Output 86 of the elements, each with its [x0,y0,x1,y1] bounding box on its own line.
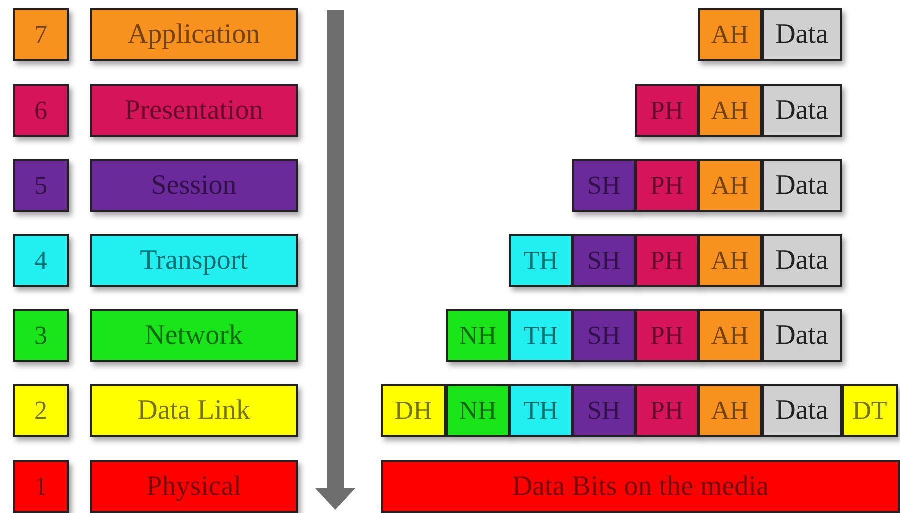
layer-name [90,460,298,513]
label: 6 [34,98,48,124]
label: Session [151,172,237,200]
layer-name [90,8,298,61]
label: Data [776,96,828,124]
layer-name [90,234,298,287]
label: 1 [34,474,48,500]
header-segment [635,384,699,437]
label: NH [459,322,497,348]
label: Application [128,20,260,48]
header-segment [509,309,573,362]
header-segment [572,159,636,212]
label: Data [776,172,828,200]
label: PH [650,172,684,198]
header-segment [635,309,699,362]
header-segment [446,384,510,437]
header-segment [698,159,762,212]
layer-name [90,384,298,437]
label: Network [145,322,243,350]
header-segment [572,384,636,437]
label: DH [394,398,432,424]
label: 5 [34,172,48,198]
label: PH [650,248,684,274]
label: PH [650,98,684,124]
label: SH [587,398,621,424]
label: Transport [140,246,248,274]
label: Data [776,246,828,274]
data-segment [762,84,842,137]
label: PH [650,322,684,348]
label: NH [459,398,497,424]
data-segment [762,384,842,437]
label: AH [711,248,749,274]
header-segment [698,84,762,137]
layer-number [13,234,69,287]
layer-number [13,309,69,362]
header-segment [698,8,762,61]
label: 7 [34,22,48,48]
header-segment [635,84,699,137]
header-segment [572,234,636,287]
label: AH [711,22,749,48]
header-segment [381,384,446,437]
label: 4 [34,248,48,274]
data-segment [762,159,842,212]
layer-name [90,159,298,212]
layer-number [13,384,69,437]
label: DT [852,398,888,424]
data-segment [762,8,842,61]
label: TH [524,398,558,424]
label: SH [587,248,621,274]
header-segment [698,309,762,362]
label: TH [524,248,558,274]
layer-number [13,159,69,212]
layer-name [90,309,298,362]
layer-number [13,460,69,513]
layer-name [90,84,298,137]
label: Data Link [138,396,250,424]
label: PH [650,398,684,424]
label: AH [711,398,749,424]
layer-number [13,84,69,137]
label: AH [711,98,749,124]
header-segment [698,384,762,437]
label: AH [711,322,749,348]
label: Physical [146,472,242,500]
data-segment [762,234,842,287]
label: Data Bits on the media [512,472,769,500]
label: SH [587,172,621,198]
header-segment [635,234,699,287]
data-segment [762,309,842,362]
label: Presentation [124,96,264,124]
label: Data [776,322,828,350]
label: TH [524,322,558,348]
label: SH [587,322,621,348]
label: Data [776,20,828,48]
header-segment [509,234,573,287]
header-segment [635,159,699,212]
layer-number [13,8,69,61]
label: 3 [34,322,48,348]
header-segment [698,234,762,287]
trailer-segment [842,384,898,437]
data-bits-bar [381,460,900,513]
label: Data [776,396,828,424]
header-segment [572,309,636,362]
label: 2 [34,398,48,424]
header-segment [509,384,573,437]
label: AH [711,172,749,198]
header-segment [446,309,510,362]
